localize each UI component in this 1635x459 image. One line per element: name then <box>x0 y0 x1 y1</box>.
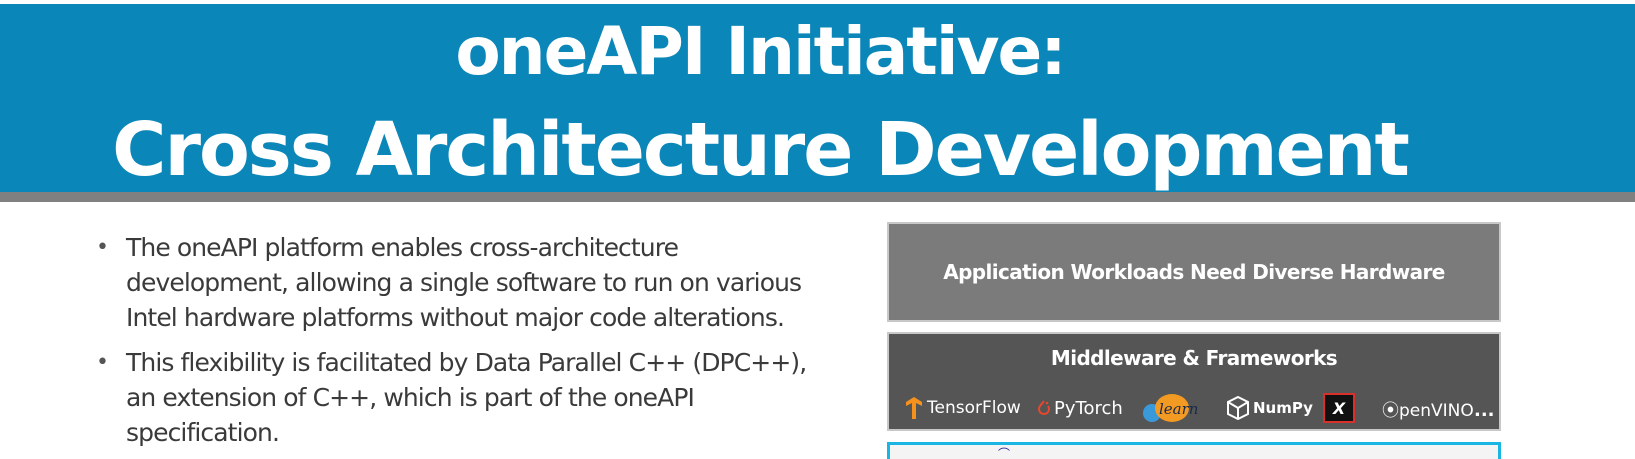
numpy-label: NumPy <box>1253 399 1313 417</box>
slide-title-line-1: oneAPI Initiative: <box>455 13 1066 90</box>
bullet-item: • The oneAPI platform enables cross-arch… <box>96 230 836 335</box>
middleware-frameworks-label: Middleware & Frameworks <box>1050 346 1338 370</box>
xgboost-icon: X <box>1323 393 1355 423</box>
bullet-marker: • <box>96 350 109 375</box>
scikit-learn-logo: learn <box>1143 392 1201 424</box>
scikit-learn-label: learn <box>1159 400 1199 418</box>
bullet-text: This flexibility is facilitated by Data … <box>126 348 807 447</box>
tensorflow-label: TensorFlow <box>927 398 1021 418</box>
bullet-item: • This flexibility is facilitated by Dat… <box>96 345 836 450</box>
pytorch-label: PyTorch <box>1054 397 1123 419</box>
title-banner <box>0 4 1635 192</box>
scikit-learn-icon: learn <box>1143 392 1201 424</box>
middleware-frameworks-box: Middleware & Frameworks TensorFlow PyTor… <box>887 332 1501 431</box>
tensorflow-logo: TensorFlow <box>904 392 1021 424</box>
bullet-marker: • <box>96 235 109 260</box>
openvino-label: ⦿penVINO <box>1382 400 1474 421</box>
application-workloads-box: Application Workloads Need Diverse Hardw… <box>887 222 1501 322</box>
slide-title-line-2: Cross Architecture Development <box>112 107 1410 193</box>
application-workloads-label: Application Workloads Need Diverse Hardw… <box>943 260 1445 284</box>
numpy-icon <box>1227 396 1249 420</box>
bullet-list: • The oneAPI platform enables cross-arch… <box>96 230 836 459</box>
pytorch-icon <box>1038 400 1050 415</box>
partial-logo-icon: ⌒ <box>998 447 1011 459</box>
xgboost-logo: X <box>1323 392 1355 424</box>
tensorflow-icon <box>906 397 922 419</box>
next-layer-box: ⌒ <box>887 442 1501 459</box>
openvino-logo: ⦿penVINO <box>1382 392 1474 424</box>
title-banner-divider <box>0 192 1635 202</box>
more-frameworks-ellipsis: ... <box>1474 399 1495 421</box>
numpy-logo: NumPy <box>1226 392 1313 424</box>
pytorch-logo: PyTorch <box>1037 392 1123 424</box>
bullet-text: The oneAPI platform enables cross-archit… <box>126 233 802 332</box>
